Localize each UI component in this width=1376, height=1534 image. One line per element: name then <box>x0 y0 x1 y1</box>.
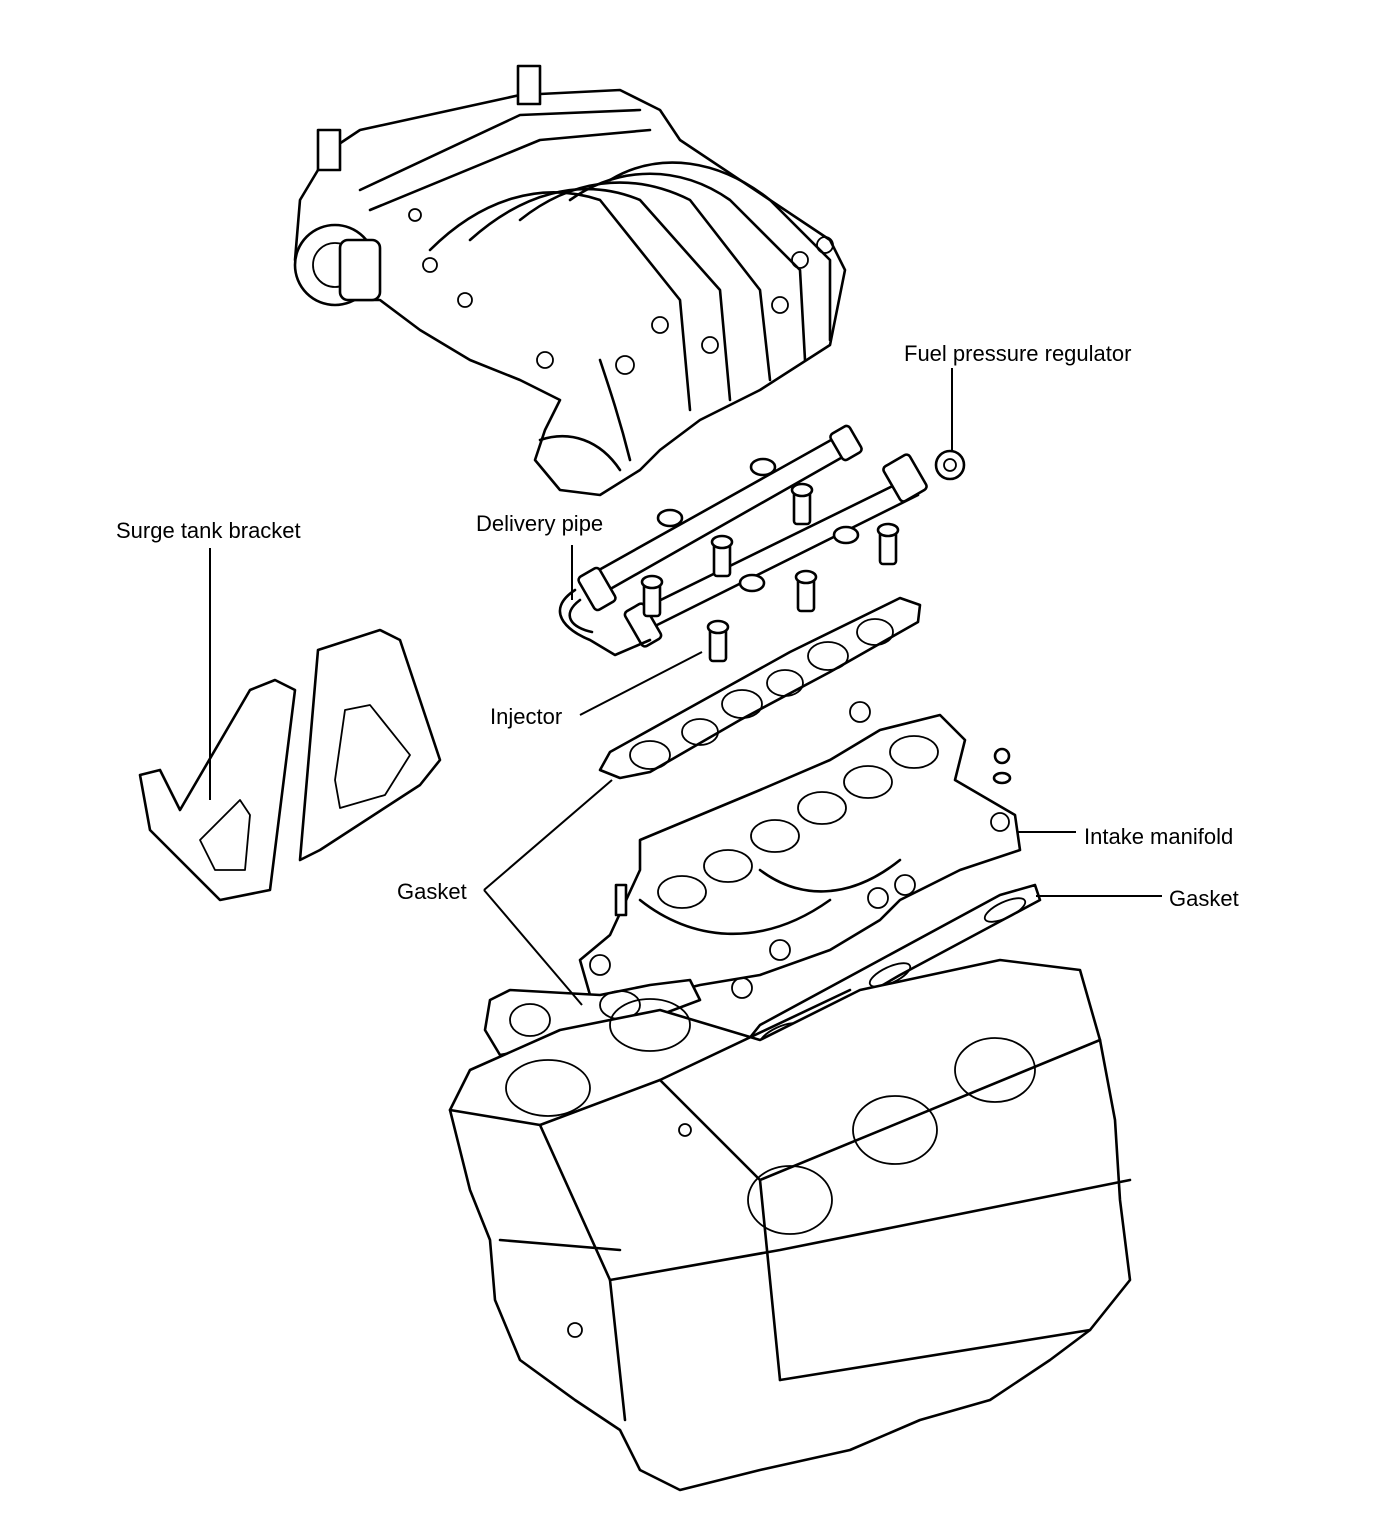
label-gasket-left: Gasket <box>397 879 467 904</box>
label-fuel-pressure-regulator: Fuel pressure regulator <box>904 341 1132 366</box>
leader-lines <box>209 368 1162 1006</box>
injector-1 <box>790 482 814 526</box>
leader-gasket-lower <box>483 889 583 1006</box>
injector-4 <box>794 569 818 613</box>
injector-5 <box>640 574 664 618</box>
label-gasket-right: Gasket <box>1169 886 1239 911</box>
surge-tank-bracket <box>138 628 442 902</box>
leader-injector <box>579 651 703 716</box>
injectors <box>640 482 900 663</box>
injector-3 <box>876 522 900 566</box>
label-delivery-pipe: Delivery pipe <box>476 511 604 536</box>
label-injector: Injector <box>490 704 563 729</box>
engine-block <box>448 958 1132 1492</box>
delivery-pipe-assembly <box>558 424 966 657</box>
surge-tank <box>293 64 847 497</box>
label-intake-manifold: Intake manifold <box>1084 824 1234 849</box>
leader-gasket-upper <box>483 779 613 891</box>
injector-2 <box>710 534 734 578</box>
intake-manifold <box>578 701 1022 1002</box>
label-surge-tank-bracket: Surge tank bracket <box>116 518 301 543</box>
injector-6 <box>706 619 730 663</box>
upper-gasket <box>598 596 922 780</box>
